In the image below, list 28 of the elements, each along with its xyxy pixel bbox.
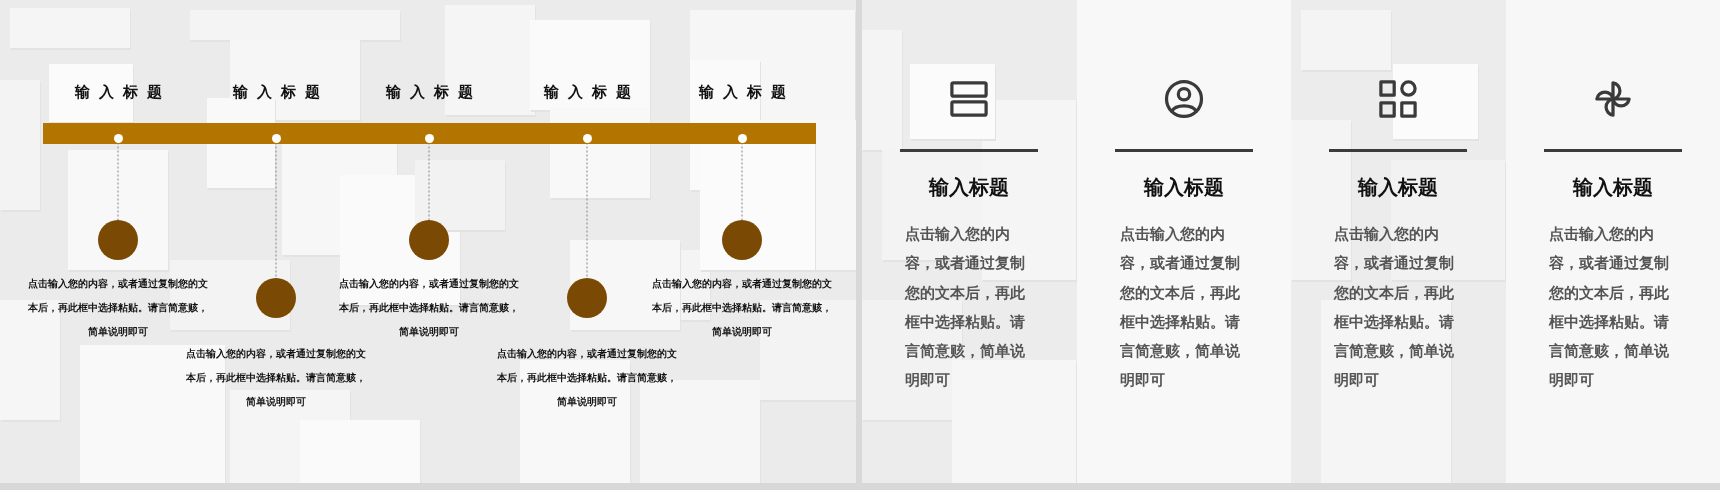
title-text: 输入标题 bbox=[543, 82, 640, 102]
title-text: 输入标题 bbox=[385, 82, 482, 102]
body-text: 点击输入您的内容，或者通过复制您的文本后，再此框中选择粘贴。请言简意赅，简单说明即可 bbox=[1119, 224, 1241, 392]
timeline-dot bbox=[271, 133, 281, 143]
column-panel bbox=[862, 0, 1077, 483]
timeline-dot bbox=[113, 133, 123, 143]
body-text: 点击输入您的内容，或者通过复制您的文本后，再此框中选择粘贴。请言简意赅，简单说明即可 bbox=[1334, 224, 1456, 392]
timeline-dot bbox=[424, 133, 434, 143]
title-text: 输入标题 bbox=[74, 82, 171, 102]
title-text: 输入标题 bbox=[1358, 174, 1439, 201]
title-text: 输入标题 bbox=[929, 174, 1010, 201]
column-panel bbox=[1076, 0, 1291, 483]
title-text: 输入标题 bbox=[698, 82, 795, 102]
description-text: 点击输入您的内容，或者通过复制您的文本后，再此框中选择粘贴。请言简意赅，简单说明即可 bbox=[496, 347, 678, 409]
title-text: 输入标题 bbox=[232, 82, 329, 102]
title-text: 输入标题 bbox=[1572, 174, 1653, 201]
body-text: 点击输入您的内容，或者通过复制您的文本后，再此框中选择粘贴。请言简意赅，简单说明即可 bbox=[905, 224, 1027, 392]
title-text: 输入标题 bbox=[1143, 174, 1224, 201]
column-panel bbox=[1505, 0, 1720, 483]
description-text: 点击输入您的内容，或者通过复制您的文本后，再此框中选择粘贴。请言简意赅，简单说明即可 bbox=[338, 277, 520, 339]
description-text: 点击输入您的内容，或者通过复制您的文本后，再此框中选择粘贴。请言简意赅，简单说明即可 bbox=[651, 277, 833, 339]
column-panel bbox=[1291, 0, 1506, 483]
description-text: 点击输入您的内容，或者通过复制您的文本后，再此框中选择粘贴。请言简意赅，简单说明即可 bbox=[185, 347, 367, 409]
body-text: 点击输入您的内容，或者通过复制您的文本后，再此框中选择粘贴。请言简意赅，简单说明即可 bbox=[1548, 224, 1670, 392]
timeline-bar bbox=[43, 123, 816, 144]
description-text: 点击输入您的内容，或者通过复制您的文本后，再此框中选择粘贴。请言简意赅，简单说明即可 bbox=[27, 277, 209, 339]
timeline-dot bbox=[582, 133, 592, 143]
timeline-dot bbox=[737, 133, 747, 143]
